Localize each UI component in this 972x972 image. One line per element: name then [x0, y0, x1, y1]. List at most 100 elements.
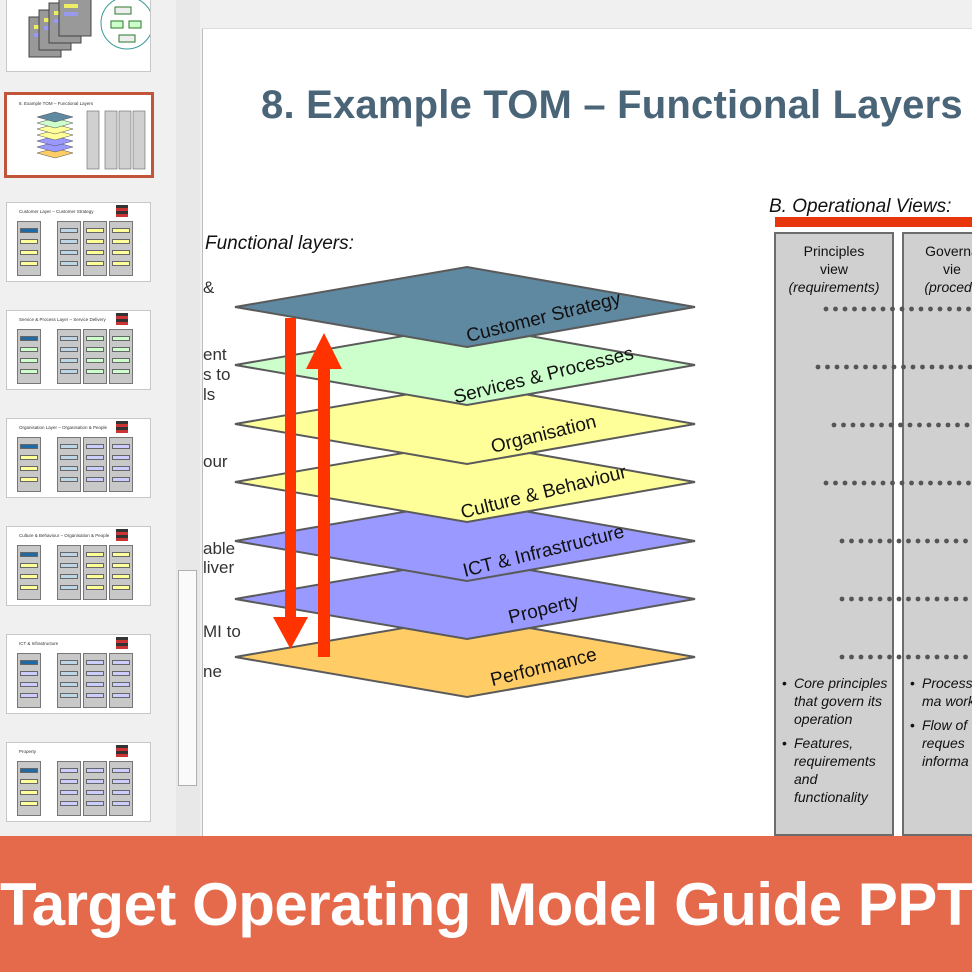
left-edge-text: ent: [203, 345, 227, 364]
thumbnail-box: [20, 671, 38, 676]
connector-dot: [823, 480, 829, 486]
thumbnail-column: [17, 653, 41, 708]
thumbnail-box: [60, 261, 78, 266]
connector-dot: [947, 306, 952, 312]
connector-dot: [887, 654, 892, 660]
column-heading-line2: vie: [943, 261, 961, 277]
bullet-item: Features, requirements and functionality: [782, 734, 892, 806]
thumbnail-box: [20, 801, 38, 806]
left-edge-text: liver: [203, 558, 235, 577]
connector-dot: [918, 480, 924, 486]
connector-dot: [899, 480, 905, 486]
thumbnail-title: Service & Process Layer – Service Delive…: [19, 317, 106, 322]
connector-dots: [831, 422, 970, 428]
connector-dot: [907, 422, 913, 428]
connector-dot: [937, 480, 943, 486]
connector-dot: [956, 480, 962, 486]
thumbnail-box: [86, 358, 104, 363]
stack-icon: [116, 205, 128, 217]
thumbnail-column: [17, 437, 41, 492]
connector-dot: [890, 480, 895, 486]
connector-dots: [839, 538, 968, 544]
thumbnail-column: [57, 761, 81, 816]
thumbnail-box: [60, 768, 78, 773]
thumbnail-box: [86, 336, 104, 341]
thumbnail-box: [20, 466, 38, 471]
slide-thumbnail[interactable]: Property: [6, 742, 151, 822]
connector-dot: [956, 306, 962, 312]
thumbnail-box: [86, 477, 104, 482]
thumbnail-box: [20, 477, 38, 482]
connector-dot: [944, 596, 949, 602]
connector-dot: [936, 422, 941, 428]
connector-dot: [928, 306, 933, 312]
connector-dot: [868, 596, 873, 602]
thumbnail-box: [86, 369, 104, 374]
functional-layer: Customer Strategy: [234, 265, 696, 349]
connector-dot: [860, 422, 865, 428]
thumbnail-box: [86, 228, 104, 233]
column-subheading: (procedu: [924, 279, 972, 295]
connector-dot: [920, 364, 925, 370]
thumbnail-box: [86, 768, 104, 773]
thumbnail-box: [86, 790, 104, 795]
slide-thumbnail[interactable]: Culture & Behaviour – Organisation & Peo…: [6, 526, 151, 606]
connector-dot: [948, 364, 954, 370]
bullet-item: Flow of reques informa: [910, 716, 972, 770]
thumbnail-box: [86, 801, 104, 806]
thumbnail-box: [112, 682, 130, 687]
thumbnail-box: [20, 228, 38, 233]
thumbnail-box: [20, 682, 38, 687]
thumbnail-column: [109, 545, 133, 600]
connector-dot: [918, 306, 924, 312]
connector-dot: [896, 596, 902, 602]
thumbnail-title: Culture & Behaviour – Organisation & Peo…: [19, 533, 110, 538]
bullet-item: Process that ma work: [910, 674, 972, 710]
thumbnail-box: [20, 336, 38, 341]
thumbnail-box: [20, 239, 38, 244]
down-arrow-head: [273, 617, 308, 649]
thumbnail-column: [17, 545, 41, 600]
thumbnail-box: [112, 477, 130, 482]
thumbnail-box: [60, 790, 78, 795]
connector-dot: [879, 422, 884, 428]
slide-thumbnail[interactable]: [6, 0, 151, 72]
connector-dot: [842, 480, 848, 486]
thumbnail-box: [86, 239, 104, 244]
connector-dot: [858, 596, 864, 602]
connector-dot: [871, 480, 876, 486]
slide-thumbnail[interactable]: Service & Process Layer – Service Delive…: [6, 310, 151, 390]
slide-thumbnail[interactable]: ICT & Infrastructure: [6, 634, 151, 714]
slide-thumbnail[interactable]: Organisation Layer – Organisation & Peop…: [6, 418, 151, 498]
thumbnail-box: [112, 358, 130, 363]
slide-thumbnail[interactable]: 8. Example TOM – Functional Layers: [4, 92, 154, 178]
thumbnail-box: [60, 563, 78, 568]
left-edge-text: ls: [203, 385, 216, 404]
connector-dot: [839, 538, 845, 544]
operational-views-label: B. Operational Views:: [769, 196, 952, 217]
thumbnail-column: [83, 761, 107, 816]
thumbnail-box: [60, 347, 78, 352]
thumbnail-box: [112, 336, 130, 341]
thumbnail-box: [112, 574, 130, 579]
thumbnail-box: [20, 347, 38, 352]
thumbnail-column: [83, 221, 107, 276]
thumbnail-box: [20, 585, 38, 590]
thumbnail-box: [112, 563, 130, 568]
thumbnail-box: [60, 336, 78, 341]
thumbnail-box: [112, 444, 130, 449]
slide-thumbnail[interactable]: Customer Layer – Customer Strategy: [6, 202, 151, 282]
thumbnail-box: [112, 239, 130, 244]
thumbnail-title: ICT & Infrastructure: [19, 641, 59, 646]
connector-dots: [815, 364, 972, 370]
thumbnail-scrollbar-thumb[interactable]: [178, 570, 197, 786]
thumbnail-box: [86, 347, 104, 352]
thumbnail-box: [60, 250, 78, 255]
connector-dot: [906, 538, 911, 544]
thumbnail-box: [60, 693, 78, 698]
thumbnail-box: [20, 693, 38, 698]
connector-dot: [967, 364, 972, 370]
thumbnail-box: [60, 801, 78, 806]
thumbnail-title: Organisation Layer – Organisation & Peop…: [19, 425, 108, 430]
thumbnail-box: [20, 790, 38, 795]
